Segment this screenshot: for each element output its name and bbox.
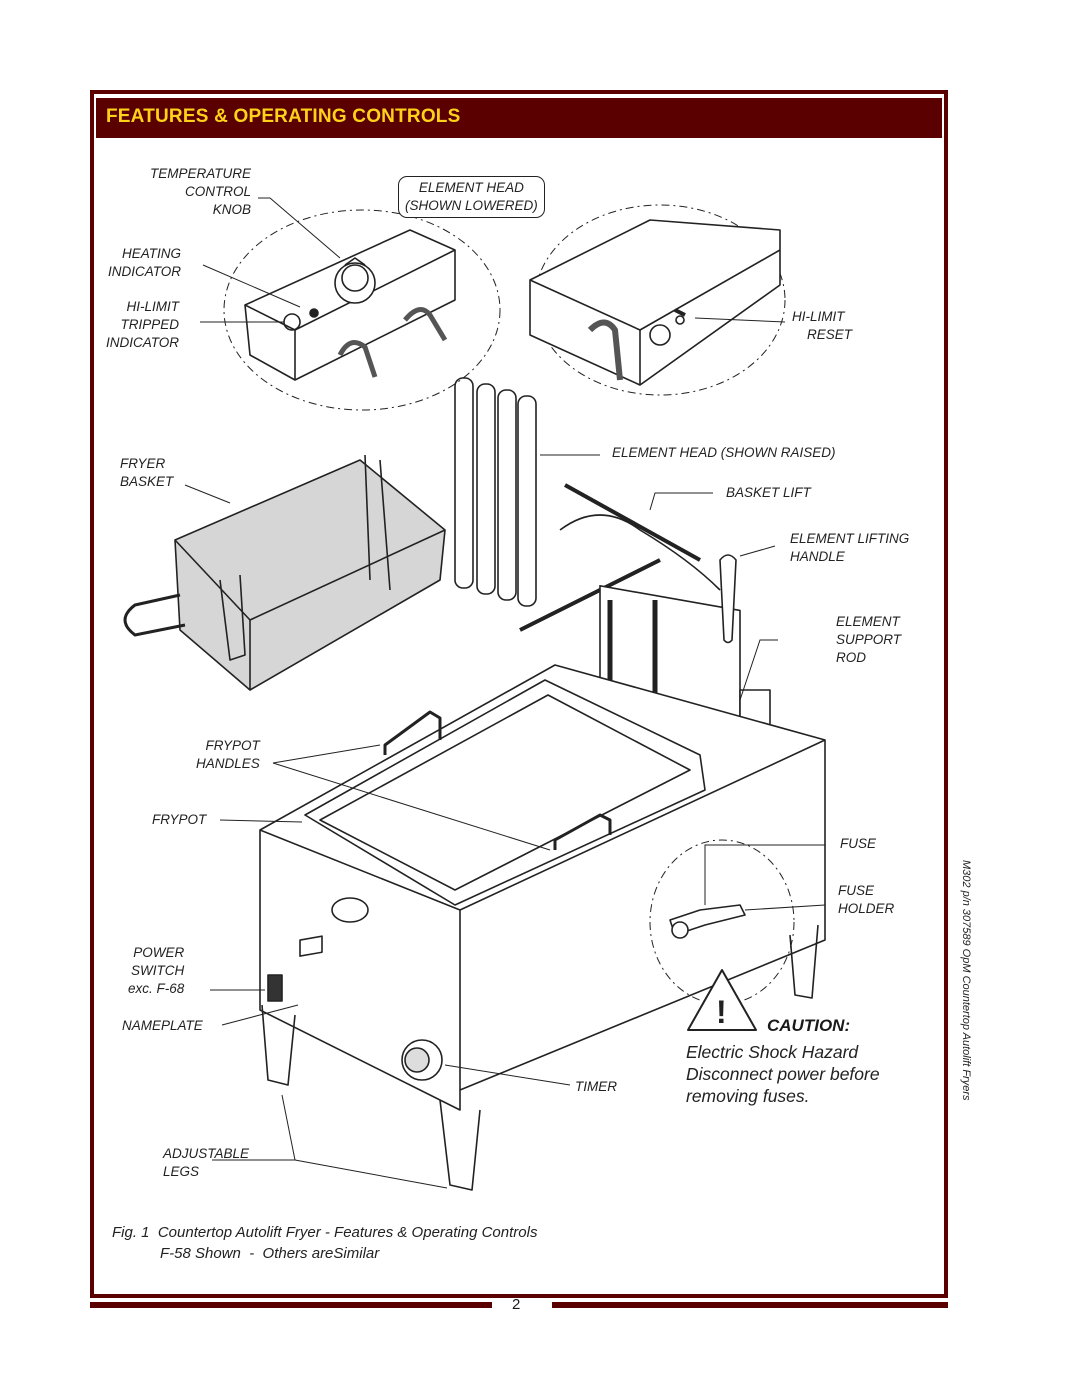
nameplate bbox=[299, 935, 323, 957]
label-nameplate: NAMEPLATE bbox=[122, 1018, 203, 1033]
frypot bbox=[304, 679, 706, 906]
label-frypot-handles: FRYPOT HANDLES bbox=[196, 738, 260, 771]
footer-bar-left bbox=[90, 1302, 492, 1308]
fryer-basket bbox=[123, 454, 446, 691]
label-element-head-lowered: ELEMENT HEAD (SHOWN LOWERED) bbox=[398, 176, 545, 218]
caution-line-2: Disconnect power before bbox=[686, 1064, 880, 1084]
label-power-switch: POWER SWITCH exc. F-68 bbox=[128, 945, 185, 996]
label-hi-limit-tripped-indicator: HI-LIMIT TRIPPED INDICATOR bbox=[106, 299, 180, 350]
reset-button bbox=[674, 308, 686, 317]
caution-exclamation: ! bbox=[716, 994, 727, 1030]
caution-line-1: Electric Shock Hazard bbox=[686, 1042, 859, 1062]
label-fuse: FUSE bbox=[840, 836, 877, 851]
label-timer: TIMER bbox=[575, 1079, 617, 1094]
label-element-support-rod: ELEMENT SUPPORT ROD bbox=[836, 614, 902, 665]
label-frypot: FRYPOT bbox=[152, 812, 207, 827]
page-number: 2 bbox=[512, 1296, 521, 1313]
caution-triangle bbox=[687, 969, 757, 1031]
page-border bbox=[90, 90, 948, 1298]
figure-caption-line-1: Fig. 1 Countertop Autolift Fryer - Featu… bbox=[112, 1224, 538, 1241]
fryer-body bbox=[259, 664, 826, 1191]
heating-elements bbox=[454, 377, 537, 607]
heating-indicator-light bbox=[309, 308, 319, 318]
caution-line-3: removing fuses. bbox=[686, 1086, 810, 1106]
element-lifting-handle bbox=[719, 554, 737, 644]
label-temperature-control-knob: TEMPERATURE CONTROL KNOB bbox=[150, 166, 252, 217]
figure-caption-line-2: F-58 Shown - Others areSimilar bbox=[160, 1245, 380, 1262]
control-panel-detail-circle bbox=[223, 209, 501, 411]
label-heating-indicator: HEATING INDICATOR bbox=[108, 246, 182, 279]
frypot-handle-front bbox=[553, 813, 612, 850]
section-title: FEATURES & OPERATING CONTROLS bbox=[106, 106, 461, 127]
control-handle-left bbox=[337, 340, 378, 378]
label-fryer-basket: FRYER BASKET bbox=[120, 456, 174, 489]
label-fuse-holder: FUSE HOLDER bbox=[838, 883, 895, 916]
leg-front-mid bbox=[439, 1099, 481, 1191]
label-hi-limit-reset: HI-LIMIT RESET bbox=[792, 309, 853, 342]
wells-logo bbox=[331, 897, 369, 923]
label-element-lifting-handle: ELEMENT LIFTING HANDLE bbox=[790, 531, 910, 564]
leg-back-right bbox=[789, 924, 819, 999]
label-adjustable-legs: ADJUSTABLE LEGS bbox=[163, 1146, 250, 1179]
caution-heading: CAUTION: bbox=[767, 1016, 851, 1035]
footer-bar-right bbox=[552, 1302, 948, 1308]
section-banner: FEATURES & OPERATING CONTROLS bbox=[96, 98, 942, 138]
power-switch bbox=[267, 974, 283, 1002]
leg-front-left bbox=[261, 1004, 296, 1086]
control-box bbox=[244, 229, 456, 381]
label-element-head-raised: ELEMENT HEAD (SHOWN RAISED) bbox=[612, 445, 836, 460]
label-basket-lift: BASKET LIFT bbox=[726, 485, 811, 500]
control-handle-right bbox=[403, 307, 448, 342]
element-head-box bbox=[529, 219, 781, 386]
frypot-handle-back bbox=[383, 710, 442, 755]
document-side-reference: M302 p/n 307589 OpM Countertop Autolift … bbox=[960, 860, 972, 1101]
